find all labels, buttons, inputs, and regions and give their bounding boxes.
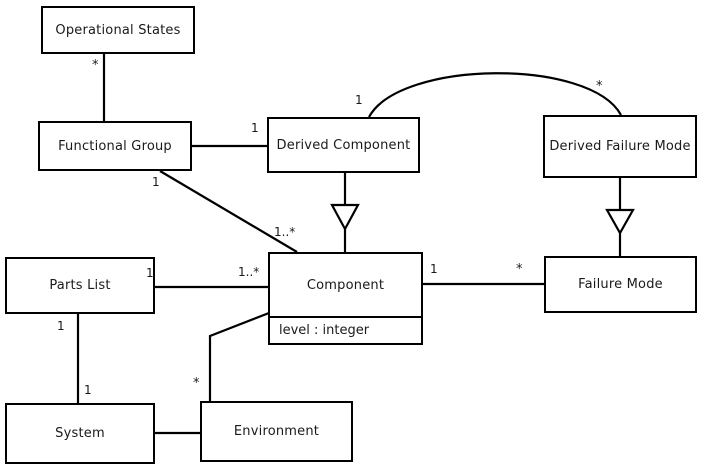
class-box-derived-failure-mode[interactable]: Derived Failure Mode <box>543 115 697 178</box>
multiplicity-partslist-to-component: 1 <box>146 266 154 280</box>
class-name-parts-list: Parts List <box>49 278 111 293</box>
multiplicity-opstates-to-fg: * <box>92 58 99 73</box>
multiplicity-environment-to-component: * <box>193 376 200 391</box>
multiplicity-component-from-partslist: 1..* <box>238 265 260 279</box>
class-attributes-component: level : integer <box>270 316 421 343</box>
class-name-failure-mode: Failure Mode <box>578 277 663 292</box>
multiplicity-derivedcomponent-arc: 1 <box>355 93 363 107</box>
multiplicity-partslist-to-system: 1 <box>57 319 65 333</box>
class-name-component: Component <box>306 277 385 293</box>
class-box-derived-component[interactable]: Derived Component <box>267 117 420 173</box>
edge-derived-component-derived-failure-mode <box>368 72 622 118</box>
multiplicity-system-from-partslist: 1 <box>84 383 92 397</box>
class-name-operational-states: Operational States <box>55 22 181 38</box>
multiplicity-fg-component-end: 1..* <box>274 225 296 239</box>
edge-environment-component <box>208 311 270 401</box>
class-box-failure-mode[interactable]: Failure Mode <box>544 256 697 313</box>
class-name-system: System <box>55 426 105 441</box>
edge-functional-group-component <box>159 170 298 253</box>
class-name-derived-component: Derived Component <box>276 137 411 153</box>
generalization-triangle-failure-mode <box>605 208 635 236</box>
class-attribute: level : integer <box>279 323 370 338</box>
multiplicity-failuremode-end: * <box>516 262 523 277</box>
multiplicity-derivedfailuremode-arc: * <box>596 79 603 94</box>
class-box-parts-list[interactable]: Parts List <box>5 257 155 314</box>
generalization-triangle-component <box>330 203 360 232</box>
multiplicity-component-to-failuremode: 1 <box>430 262 438 276</box>
multiplicity-fg-to-derivedcomponent: 1 <box>251 121 259 135</box>
class-box-system[interactable]: System <box>5 403 155 464</box>
class-box-functional-group[interactable]: Functional Group <box>38 121 192 171</box>
class-name-derived-failure-mode: Derived Failure Mode <box>549 139 691 154</box>
class-box-component[interactable]: Component level : integer <box>268 252 423 345</box>
class-box-environment[interactable]: Environment <box>200 401 353 462</box>
class-name-environment: Environment <box>233 424 320 439</box>
class-box-operational-states[interactable]: Operational States <box>41 6 195 54</box>
multiplicity-fg-to-component: 1 <box>152 175 160 189</box>
class-name-functional-group: Functional Group <box>58 138 172 154</box>
